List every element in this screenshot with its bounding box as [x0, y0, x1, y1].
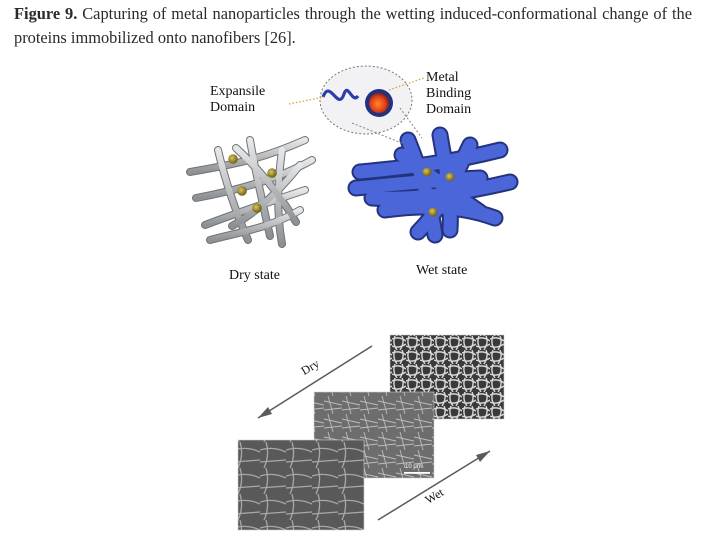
scale-bar-label: 10 μm — [405, 464, 422, 470]
dry-fiber-network — [186, 136, 316, 248]
metal-binding-domain-label: Metal Binding Domain — [426, 70, 472, 117]
figure-caption: Figure 9. Capturing of metal nanoparticl… — [14, 2, 692, 50]
scale-bar — [404, 472, 430, 474]
sem-image-wet — [237, 439, 365, 531]
wet-arrow — [377, 450, 491, 521]
wet-nanoparticles — [422, 167, 455, 217]
dry-nanoparticles — [228, 154, 277, 213]
dry-arrow — [257, 345, 373, 419]
wet-state-label: Wet state — [416, 263, 468, 278]
protein-zoom-bubble — [319, 65, 423, 145]
wet-fiber-network — [347, 126, 519, 244]
expansile-domain-label: Expansile Domain — [210, 84, 266, 115]
figure-caption-text: Capturing of metal nanoparticles through… — [14, 4, 692, 47]
figure-label: Figure 9. — [14, 4, 78, 23]
dry-state-label: Dry state — [229, 268, 280, 283]
